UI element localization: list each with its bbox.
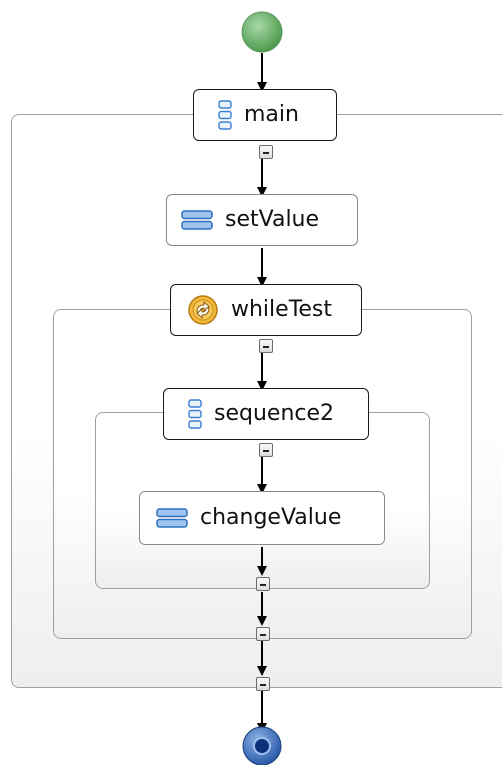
start-node [241, 11, 283, 53]
collapse-whiletest-bottom[interactable] [256, 627, 270, 641]
activity-changevalue[interactable]: changeValue [139, 491, 385, 545]
activity-sequence2-label: sequence2 [214, 401, 335, 426]
assign-icon [156, 508, 188, 528]
sequence-icon [188, 399, 202, 429]
activity-sequence2[interactable]: sequence2 [163, 388, 369, 440]
collapse-main-bottom[interactable] [256, 677, 270, 691]
activity-whiletest[interactable]: whileTest [170, 284, 362, 336]
collapse-sequence2-bottom[interactable] [256, 577, 270, 591]
activity-main[interactable]: main [193, 89, 337, 141]
sequence-icon [218, 100, 232, 130]
assign-icon [181, 210, 213, 230]
activity-setvalue-label: setValue [225, 207, 320, 232]
activity-main-label: main [244, 102, 299, 127]
collapse-sequence2-top[interactable] [259, 443, 273, 457]
activity-whiletest-label: whileTest [231, 297, 333, 322]
collapse-whiletest-top[interactable] [259, 339, 273, 353]
end-node-inner [253, 737, 271, 755]
while-loop-icon [187, 294, 219, 326]
collapse-main-top[interactable] [259, 145, 273, 159]
activity-setvalue[interactable]: setValue [166, 194, 358, 246]
activity-changevalue-label: changeValue [200, 505, 342, 530]
